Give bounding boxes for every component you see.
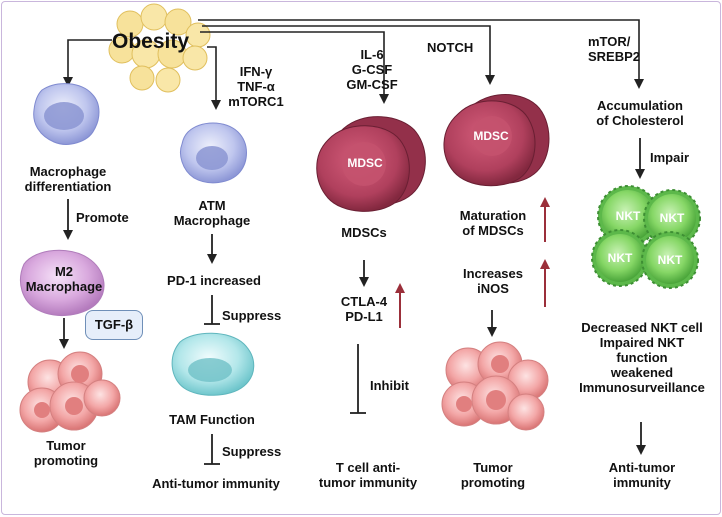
maturation-line2: of MDSCs: [462, 223, 524, 238]
tumor-line2: promoting: [33, 453, 99, 468]
atm-macrophage-label: ATM Macrophage: [162, 198, 262, 228]
ctla4-text: CTLA-4: [340, 294, 388, 309]
fat-cells-icon: [108, 3, 211, 93]
atm-line1: ATM: [198, 198, 226, 213]
decreased-nkt-label: Decreased NKT cell Impaired NKT function…: [572, 320, 712, 395]
tam-function-label: TAM Function: [169, 412, 255, 427]
accumulation-line2: of Cholesterol: [596, 113, 684, 128]
m2-macrophage-label: M2 Macrophage: [12, 264, 116, 294]
t-cell-anti-tumor-label: T cell anti- tumor immunity: [308, 460, 428, 490]
tumor-promoting-label-1: Tumor promoting: [12, 438, 120, 468]
atm-line2: Macrophage: [173, 213, 251, 228]
maturation-line1: Maturation: [459, 208, 527, 223]
mtorc1-label: mTORC1: [228, 94, 284, 109]
maturation-of-mdscs-label: Maturation of MDSCs: [446, 208, 540, 238]
dec-line4: weakened: [610, 365, 674, 380]
dec-line1: Decreased NKT cell: [581, 320, 703, 335]
m2-line1: M2: [54, 264, 74, 279]
nkt-label-3: NKT: [607, 251, 633, 265]
promote-label: Promote: [76, 210, 129, 225]
tumor-line1: Tumor: [46, 438, 86, 453]
macrophage-differentiation-label: Macrophage differentiation: [6, 164, 130, 194]
nkt-cell-icon-2: [643, 189, 701, 247]
suppress-inhibit-1: [204, 295, 220, 325]
mdscs-label: MDSCs: [341, 225, 387, 240]
accumulation-cholesterol-label: Accumulation of Cholesterol: [582, 98, 698, 128]
nkt-cell-icon-4: [641, 231, 699, 289]
m2-line2: Macrophage: [25, 279, 103, 294]
increases-inos-label: Increases iNOS: [446, 266, 540, 296]
nkt-label-4: NKT: [657, 253, 683, 267]
obesity-connectors: [63, 19, 644, 110]
m2-macrophage-icon: [20, 249, 105, 316]
accumulation-line1: Accumulation: [597, 98, 683, 113]
gmcsf-label: GM-CSF: [346, 77, 398, 92]
tnf-alpha-label: TNF-α: [237, 79, 275, 94]
nkt-label-1: NKT: [615, 209, 641, 223]
dec-line3: function: [616, 350, 668, 365]
increases-line2: iNOS: [477, 281, 509, 296]
mdsc-cell-icon-2: [443, 94, 550, 187]
impair-label: Impair: [650, 150, 690, 165]
dec-line5: Immunosurveillance: [579, 380, 705, 395]
pd1-increased-label: PD-1 increased: [167, 273, 261, 288]
dec-line2: Impaired NKT: [599, 335, 685, 350]
suppress-label-2: Suppress: [222, 444, 282, 459]
tgf-beta-box: TGF-β: [85, 310, 143, 340]
mtor-srebp2-label: mTOR/ SREBP2: [588, 34, 640, 64]
col2-signals: IFN-γ TNF-α mTORC1: [216, 64, 296, 109]
mdsc-cell-label: MDSC: [347, 156, 383, 170]
mdsc-cell-label-2: MDSC: [473, 129, 509, 143]
anti-tumor-immunity-label-5: Anti-tumor immunity: [592, 460, 692, 490]
tumor-promoting-label-2: Tumor promoting: [448, 460, 538, 490]
tumor2-line1: Tumor: [473, 460, 513, 475]
macrophage-cell-icon: [33, 83, 100, 145]
increases-line1: Increases: [463, 266, 523, 281]
il6-label: IL-6: [360, 47, 384, 62]
anti5-line2: immunity: [613, 475, 671, 490]
suppress-inhibit-2: [204, 434, 220, 465]
inhibit-label: Inhibit: [370, 378, 409, 393]
suppress-label-1: Suppress: [222, 308, 282, 323]
tcell-line1: T cell anti-: [335, 460, 401, 475]
macrophage-differentiation-text: Macrophage differentiation: [24, 164, 112, 194]
tam-cell-icon: [171, 332, 255, 396]
nkt-cell-icon-3: [591, 229, 649, 287]
col3-signals: IL-6 G-CSF GM-CSF: [332, 47, 412, 92]
ifn-gamma-label: IFN-γ: [239, 64, 273, 79]
pdl1-text: PD-L1: [345, 309, 383, 324]
mtor-text: mTOR/: [588, 34, 631, 49]
anti-tumor-immunity-label-2: Anti-tumor immunity: [152, 476, 280, 491]
gcsf-label: G-CSF: [351, 62, 393, 77]
obesity-title: Obesity: [112, 30, 190, 53]
anti5-line1: Anti-tumor: [608, 460, 676, 475]
ctla4-pdl1-label: CTLA-4 PD-L1: [327, 294, 401, 324]
nkt-label-2: NKT: [659, 211, 685, 225]
tumor2-line2: promoting: [460, 475, 526, 490]
tumor-cluster-icon-2: [441, 341, 549, 431]
srebp2-text: SREBP2: [588, 49, 641, 64]
mdsc-cell-icon: [316, 116, 426, 212]
notch-label: NOTCH: [427, 40, 474, 55]
inhibit-line: [350, 344, 366, 414]
tcell-line2: tumor immunity: [318, 475, 418, 490]
atm-macrophage-icon: [180, 122, 247, 184]
tumor-cluster-icon: [19, 351, 121, 433]
